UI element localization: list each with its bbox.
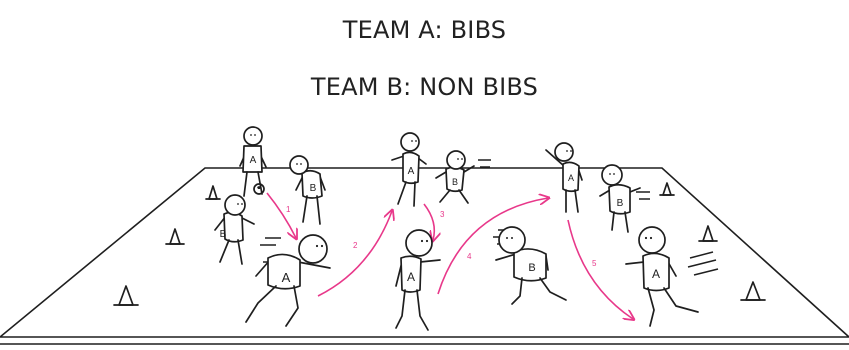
- pass-step-5: 5: [592, 259, 597, 268]
- pass-step-2: 2: [353, 241, 358, 250]
- bib-letter: B: [220, 229, 227, 240]
- bib-letter: A: [250, 155, 257, 166]
- bib-letter: A: [652, 267, 660, 281]
- bib-letter: B: [528, 262, 535, 274]
- pass-step-3: 3: [440, 210, 445, 219]
- pass-step-4: 4: [467, 252, 472, 261]
- bib-letter: A: [568, 173, 574, 183]
- bib-letter: A: [407, 270, 415, 284]
- bib-letter: B: [617, 198, 624, 209]
- bib-letter: B: [452, 177, 458, 187]
- pitch: [0, 168, 849, 344]
- bib-letter: A: [282, 270, 291, 285]
- bib-letter: B: [310, 183, 317, 194]
- pass-step-1: 1: [286, 205, 291, 214]
- bib-letter: A: [408, 166, 415, 177]
